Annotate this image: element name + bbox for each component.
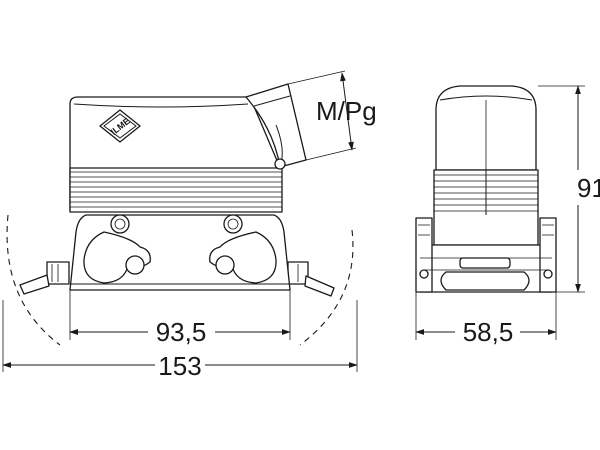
housing-body [69, 96, 283, 213]
ilme-logo: ILME [99, 109, 141, 143]
side-rib-band [433, 169, 539, 246]
lever-swing-arc-right [299, 229, 354, 346]
thread-dimension-line [340, 72, 354, 151]
height-label: 91 [577, 173, 600, 203]
side-view: 91 58,5 [415, 85, 600, 347]
bolt-spacing-label: 93,5 [156, 317, 207, 347]
side-dome-cover [435, 85, 537, 171]
thread-size-label: M/Pg [316, 96, 377, 126]
mounting-slot-left [83, 214, 151, 284]
thread-extension-line-top [287, 70, 346, 85]
side-base [415, 217, 557, 293]
thread-extension-line-bottom [305, 147, 357, 161]
side-width-label: 58,5 [463, 317, 514, 347]
cable-entry [245, 83, 307, 170]
overall-width-label: 153 [158, 351, 201, 381]
front-view: ILME M/Pg 93,5 153 [2, 70, 377, 381]
right-locking-lever [287, 261, 335, 297]
left-locking-lever [19, 261, 70, 295]
mounting-slot-right [209, 214, 277, 284]
